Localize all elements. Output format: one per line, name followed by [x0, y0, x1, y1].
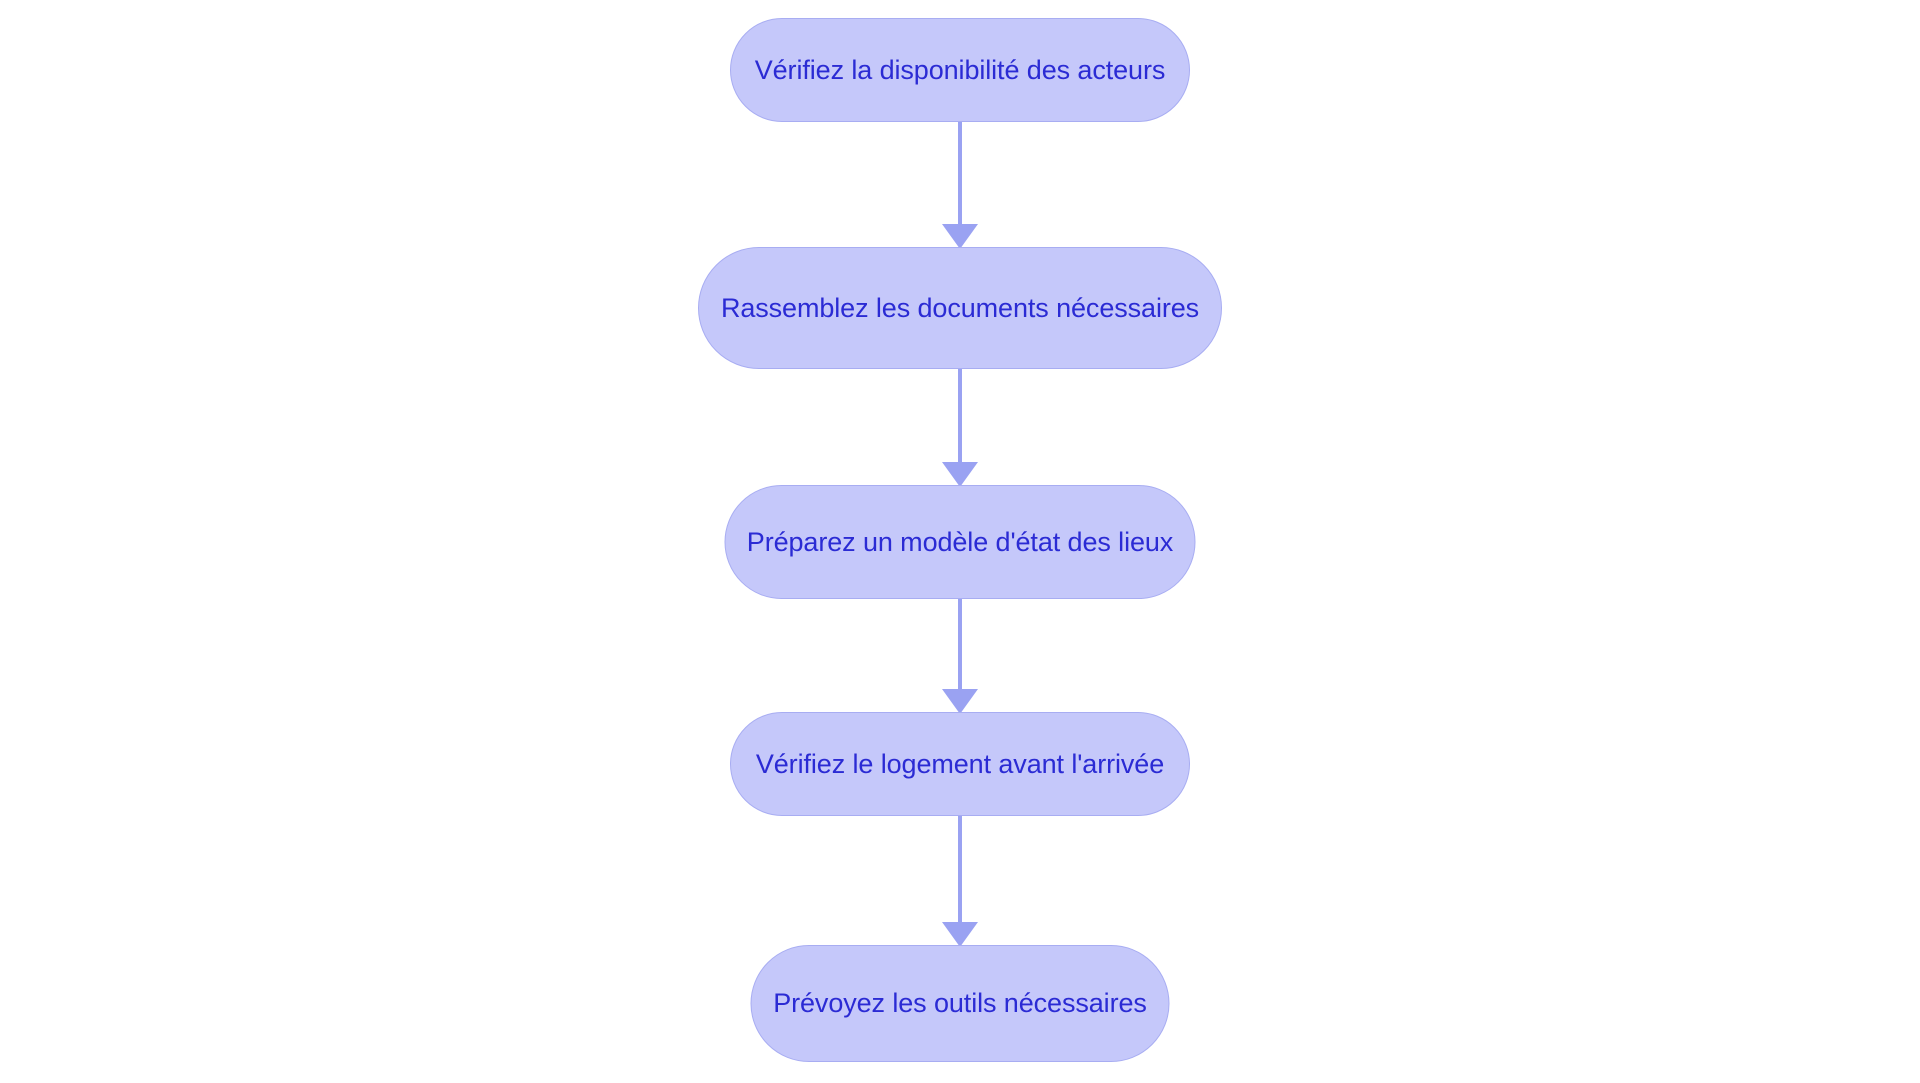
flow-node-verifiez-logement-avant-arrivee[interactable]: Vérifiez le logement avant l'arrivée [730, 712, 1190, 816]
flow-node-verifiez-disponibilite-acteurs[interactable]: Vérifiez la disponibilité des acteurs [730, 18, 1190, 122]
flow-node-label: Préparez un modèle d'état des lieux [746, 526, 1174, 557]
flow-node-rassemblez-documents-necessaires[interactable]: Rassemblez les documents nécessaires [698, 247, 1222, 369]
flow-node-label: Rassemblez les documents nécessaires [720, 292, 1200, 323]
flow-node-label: Vérifiez le logement avant l'arrivée [755, 748, 1165, 779]
flow-node-label: Vérifiez la disponibilité des acteurs [754, 54, 1166, 85]
flow-node-preparez-modele-etat-des-lieux[interactable]: Préparez un modèle d'état des lieux [724, 485, 1196, 599]
flow-node-prevoyez-outils-necessaires[interactable]: Prévoyez les outils nécessaires [750, 945, 1170, 1062]
flow-node-label: Prévoyez les outils nécessaires [773, 988, 1147, 1019]
